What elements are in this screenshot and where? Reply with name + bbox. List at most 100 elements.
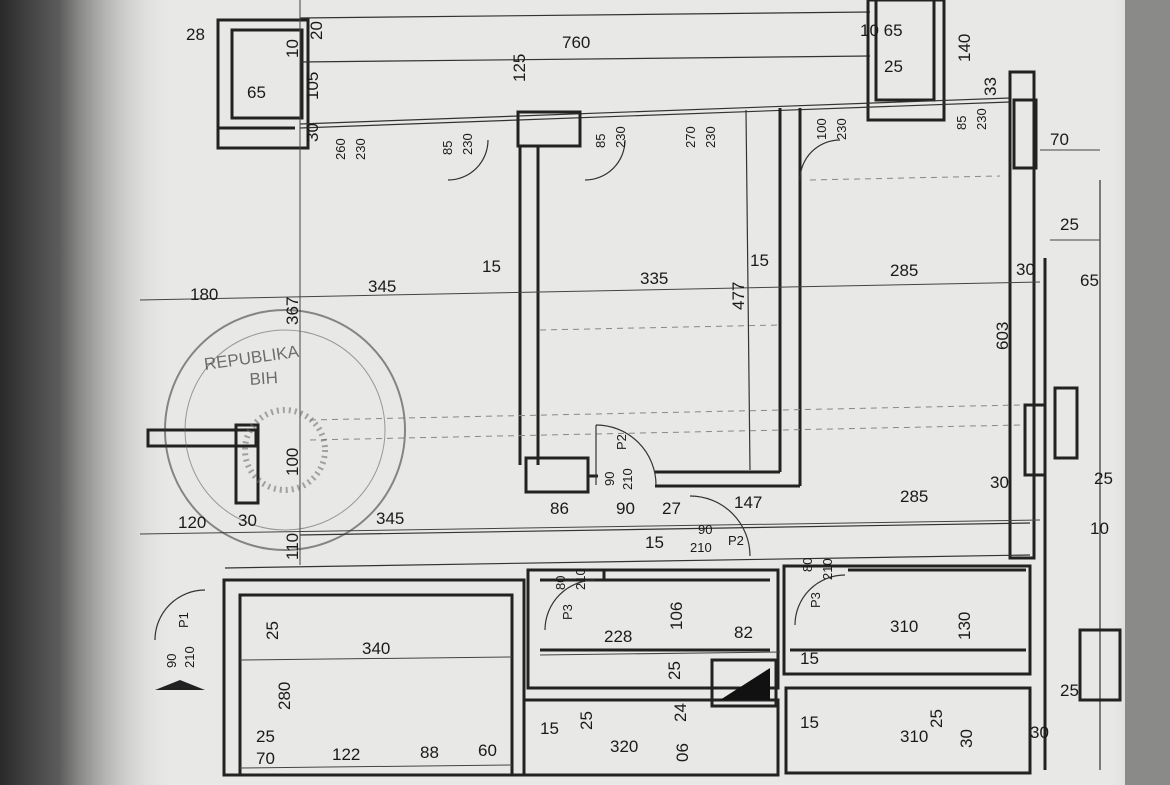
- window-width-label: 100: [814, 118, 829, 140]
- dim-label: 120: [178, 513, 206, 532]
- dim-label: 60: [478, 741, 497, 760]
- shaft-mark: [720, 668, 770, 700]
- dim-label: 25: [1060, 681, 1079, 700]
- walls: [146, 0, 1122, 777]
- door-height-label: 210: [573, 568, 588, 590]
- dim-label: 90: [616, 499, 635, 518]
- dim-label: 27: [662, 499, 681, 518]
- dim-label: 477: [729, 282, 748, 310]
- dim-label: 130: [955, 612, 974, 640]
- dim-label: 280: [275, 682, 294, 710]
- door-type-label: P2: [728, 533, 744, 548]
- dim-label: 125: [510, 54, 529, 82]
- door-width-label: 90: [602, 472, 617, 486]
- opening-labels: 260 230 85 230 85 230 270 230 100 230 85…: [164, 108, 989, 668]
- dim-label: 30: [1030, 723, 1049, 742]
- dim-label: 30: [957, 729, 976, 748]
- dim-label: 06: [673, 743, 692, 762]
- dim-label: 70: [1050, 130, 1069, 149]
- dim-label: 15: [645, 533, 664, 552]
- window-height-label: 230: [703, 126, 718, 148]
- window-width-label: 85: [954, 116, 969, 130]
- dim-label: 10: [283, 39, 302, 58]
- dimension-labels: 20 10 105 30 28 65 125 760 10 65 25 140 …: [178, 21, 1113, 768]
- dim-label: 25: [256, 727, 275, 746]
- dim-label: 25: [1060, 215, 1079, 234]
- dim-label: 65: [247, 83, 266, 102]
- dim-label: 88: [420, 743, 439, 762]
- window-height-label: 230: [353, 138, 368, 160]
- dim-label: 65: [1080, 271, 1099, 290]
- dim-label: 25: [263, 621, 282, 640]
- dim-label: 345: [368, 277, 396, 296]
- dim-label: 228: [604, 627, 632, 646]
- dim-label: 70: [256, 749, 275, 768]
- dim-label: 367: [283, 297, 302, 325]
- dim-label: 30: [1016, 260, 1035, 279]
- dim-label: 25: [577, 711, 596, 730]
- dim-label: 310: [890, 617, 918, 636]
- door-type-label: P2: [614, 434, 629, 450]
- dim-label: 28: [186, 25, 205, 44]
- dim-label: 105: [303, 72, 322, 100]
- door-type-label: P3: [808, 592, 823, 608]
- dim-label: 25: [1094, 469, 1113, 488]
- dim-label: 285: [890, 261, 918, 280]
- dimension-lines: [139, 0, 1100, 769]
- door-height-label: 210: [620, 468, 635, 490]
- dim-label: 122: [332, 745, 360, 764]
- dim-label: 30: [990, 473, 1009, 492]
- dim-label: 110: [283, 533, 302, 560]
- dim-label: 25: [884, 57, 903, 76]
- door-swings: [154, 139, 846, 641]
- dim-label: 760: [562, 33, 590, 52]
- dim-label: 320: [610, 737, 638, 756]
- dim-label: 24: [671, 703, 690, 722]
- dim-label: 25: [927, 709, 946, 728]
- official-stamp: [164, 309, 406, 551]
- dim-label: 345: [376, 509, 404, 528]
- door-width-label: 80: [800, 558, 815, 572]
- dim-label: 147: [734, 493, 762, 512]
- dim-label: 15: [750, 251, 769, 270]
- window-height-label: 230: [613, 126, 628, 148]
- dim-label: 100: [283, 448, 302, 476]
- window-height-label: 230: [974, 108, 989, 130]
- dim-label: 30: [303, 123, 322, 142]
- dim-label: 285: [900, 487, 928, 506]
- stamp-text-line2: BIH: [249, 368, 279, 389]
- dim-label: 140: [955, 34, 974, 62]
- window-width-label: 270: [683, 126, 698, 148]
- door-height-label: 210: [690, 540, 712, 555]
- dim-label: 10 65: [860, 21, 903, 40]
- dim-label: 603: [993, 322, 1012, 350]
- dim-label: 86: [550, 499, 569, 518]
- dim-label: 33: [981, 77, 1000, 96]
- door-type-label: P3: [560, 604, 575, 620]
- dim-label: 10: [1090, 519, 1109, 538]
- window-width-label: 85: [593, 134, 608, 148]
- door-width-label: 90: [164, 654, 179, 668]
- door-height-label: 210: [182, 646, 197, 668]
- dim-label: 30: [238, 511, 257, 530]
- dim-label: 180: [190, 285, 218, 304]
- dim-label: 15: [800, 649, 819, 668]
- dim-label: 340: [362, 639, 390, 658]
- dim-label: 20: [307, 21, 326, 40]
- left-shadow: [0, 0, 170, 785]
- dim-label: 106: [667, 602, 686, 630]
- dim-label: 15: [540, 719, 559, 738]
- door-width-label: 90: [698, 522, 712, 537]
- door-width-label: 80: [553, 576, 568, 590]
- dim-label: 335: [640, 269, 668, 288]
- window-height-label: 230: [834, 118, 849, 140]
- door-type-label: P1: [176, 612, 191, 628]
- window-width-label: 260: [333, 138, 348, 160]
- dim-label: 310: [900, 727, 928, 746]
- window-width-label: 85: [440, 141, 455, 155]
- dim-label: 82: [734, 623, 753, 642]
- window-height-label: 230: [460, 133, 475, 155]
- dim-label: 25: [665, 661, 684, 680]
